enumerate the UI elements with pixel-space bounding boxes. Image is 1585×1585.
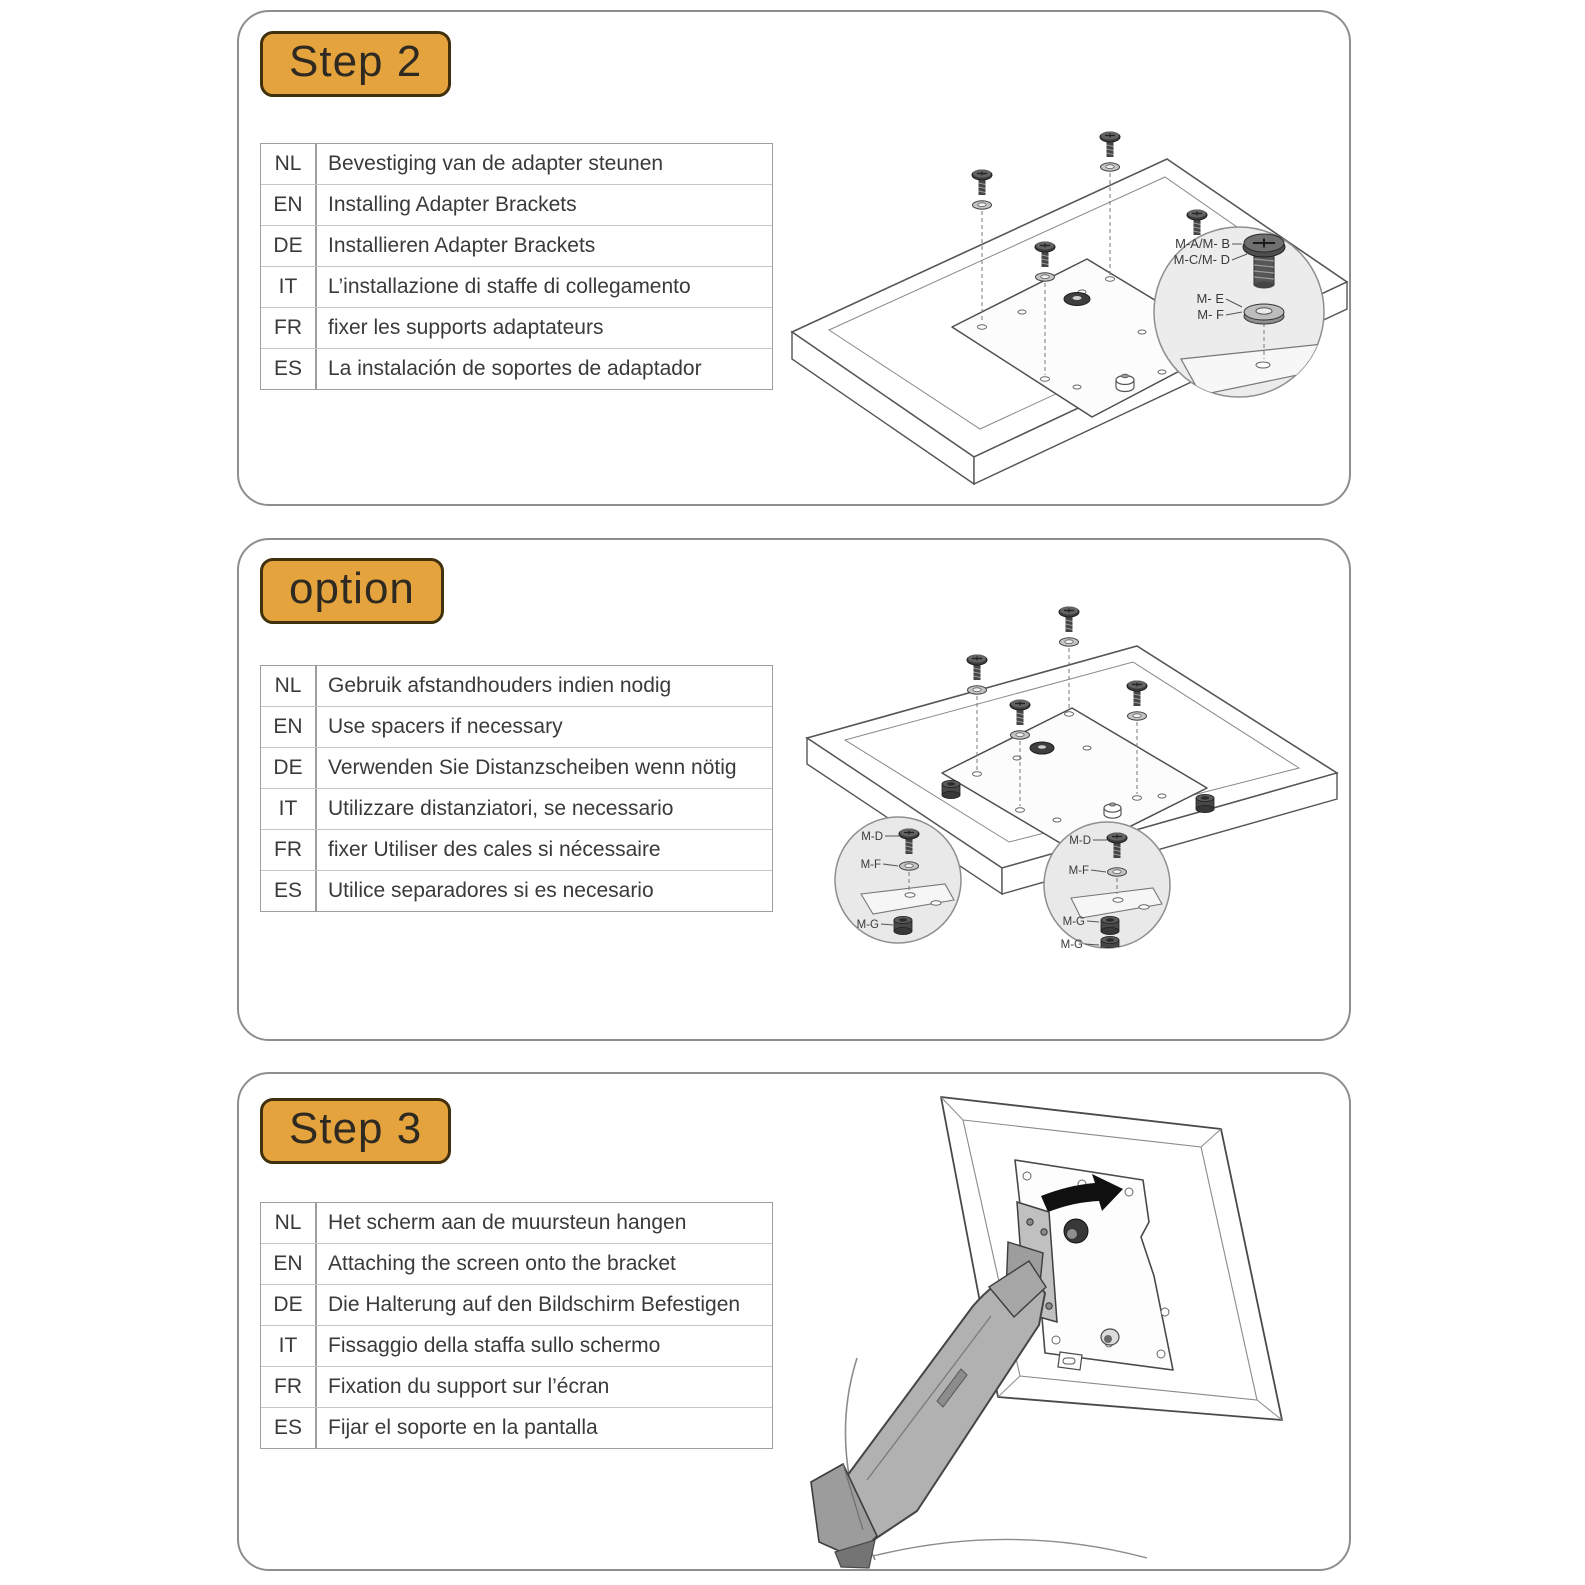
arm-base-drawing (810, 1462, 878, 1569)
lang-code-cell: EN (261, 707, 317, 747)
lang-code-cell: ES (261, 1408, 317, 1448)
translation-text-cell: Die Halterung auf den Bildschirm Befesti… (328, 1293, 741, 1316)
lower-stud-drawing (1100, 1328, 1120, 1346)
translation-table-option: NL Gebruik afstandhouders indien nodig E… (260, 665, 773, 912)
lang-code-cell: IT (261, 789, 317, 829)
step-2-badge: Step 2 (260, 31, 452, 97)
lang-code-cell: IT (261, 267, 317, 307)
callout-label: M-D (861, 831, 883, 843)
step-3-badge: Step 3 (260, 1098, 452, 1164)
translation-text-cell: Utilizzare distanziatori, se necessario (328, 797, 674, 820)
translation-text-cell: Attaching the screen onto the bracket (328, 1252, 676, 1275)
table-row: ES Utilice separadores si es necesario (261, 870, 772, 911)
translation-text-cell: L’installazione di staffe di collegament… (328, 275, 691, 298)
lang-code-cell: DE (261, 748, 317, 788)
translation-text-cell: La instalación de soportes de adaptador (328, 357, 702, 380)
lang-code-cell: ES (261, 871, 317, 911)
translation-text-cell: Installieren Adapter Brackets (328, 234, 596, 257)
callout-single-spacer: M-D M-F M-G (834, 816, 962, 944)
translation-table-step-2: NL Bevestiging van de adapter steunen EN… (260, 143, 773, 390)
table-row: NL Bevestiging van de adapter steunen (261, 144, 772, 184)
panel-step-2: Step 2 NL Bevestiging van de adapter ste… (237, 10, 1351, 506)
translation-text-cell: Gebruik afstandhouders indien nodig (328, 674, 672, 697)
table-row: DE Die Halterung auf den Bildschirm Befe… (261, 1284, 772, 1325)
translation-text-cell: Installing Adapter Brackets (328, 193, 577, 216)
option-badge: option (260, 558, 444, 624)
illustration-use-spacers: M-D M-F M-G M-D (805, 605, 1339, 951)
callout-label: M- E (1197, 291, 1225, 306)
callout-label: M-A/M- B (1175, 236, 1230, 251)
table-row: FR fixer Utiliser des cales si nécessair… (261, 829, 772, 870)
adapter-plate-drawing (941, 707, 1215, 877)
grommet-drawing (1029, 741, 1055, 755)
lang-code-cell: NL (261, 1203, 317, 1243)
table-row: IT Fissaggio della staffa sullo schermo (261, 1325, 772, 1366)
table-row: FR Fixation du support sur l’écran (261, 1366, 772, 1407)
lang-code-cell: ES (261, 349, 317, 389)
illustration-install-brackets: M-A/M- B M-C/M- D M- E M- F (790, 130, 1349, 486)
panel-step-3: Step 3 NL Het scherm aan de muursteun ha… (237, 1072, 1351, 1571)
screw-large-drawing (1242, 233, 1286, 289)
hook-tab-drawing (1057, 1351, 1083, 1371)
translation-text-cell: Use spacers if necessary (328, 715, 563, 738)
insert-arrow-icon (1041, 1174, 1123, 1212)
lang-code-cell: FR (261, 830, 317, 870)
keyhole-stud-drawing (1103, 802, 1122, 819)
table-row: NL Het scherm aan de muursteun hangen (261, 1203, 772, 1243)
translation-text-cell: Fixation du support sur l’écran (328, 1375, 610, 1398)
translation-text-cell: fixer les supports adaptateurs (328, 316, 604, 339)
callout-label: M-F (1069, 865, 1089, 877)
table-row: IT L’installazione di staffe di collegam… (261, 266, 772, 307)
callout-label: M-D (1069, 835, 1091, 847)
callout-label: M-G (1063, 916, 1085, 928)
table-row: NL Gebruik afstandhouders indien nodig (261, 666, 772, 706)
translation-table-step-3: NL Het scherm aan de muursteun hangen EN… (260, 1202, 773, 1449)
translation-text-cell: Utilice separadores si es necesario (328, 879, 654, 902)
screws-drawing (966, 605, 1148, 806)
callout-label: M-F (861, 859, 881, 871)
callout-label: M-G (857, 919, 879, 931)
lang-code-cell: NL (261, 144, 317, 184)
translation-text-cell: Fijar el soporte en la pantalla (328, 1416, 598, 1439)
panel-option: option NL Gebruik afstandhouders indien … (237, 538, 1351, 1041)
keyhole-stud-drawing (1115, 373, 1135, 393)
translation-text-cell: Bevestiging van de adapter steunen (328, 152, 664, 175)
illustration-attach-screen (810, 1096, 1283, 1569)
table-row: EN Use spacers if necessary (261, 706, 772, 747)
mounting-knob-drawing (1063, 1218, 1089, 1244)
monitor-arm-drawing (810, 1200, 1058, 1569)
spacer-under-plate (1195, 793, 1215, 814)
lang-code-cell: NL (261, 666, 317, 706)
translation-text-cell: Fissaggio della staffa sullo schermo (328, 1334, 661, 1357)
lang-code-cell: DE (261, 226, 317, 266)
callout-label: M-G (1061, 939, 1083, 951)
step-2-badge-label: Step 2 (289, 37, 423, 86)
table-row: EN Installing Adapter Brackets (261, 184, 772, 225)
callout-screw-detail: M-A/M- B M-C/M- D M- E M- F (1153, 226, 1325, 398)
table-row: FR fixer les supports adaptateurs (261, 307, 772, 348)
grommet-drawing (1063, 292, 1091, 306)
lang-code-cell: FR (261, 308, 317, 348)
lang-code-cell: FR (261, 1367, 317, 1407)
table-row: EN Attaching the screen onto the bracket (261, 1243, 772, 1284)
table-row: ES Fijar el soporte en la pantalla (261, 1407, 772, 1448)
translation-text-cell: Verwenden Sie Distanzscheiben wenn nötig (328, 756, 737, 779)
option-badge-label: option (289, 564, 415, 613)
table-row: IT Utilizzare distanziatori, se necessar… (261, 788, 772, 829)
washer-large-drawing (1243, 303, 1285, 325)
lang-code-cell: EN (261, 1244, 317, 1284)
translation-text-cell: Het scherm aan de muursteun hangen (328, 1211, 687, 1234)
lang-code-cell: EN (261, 185, 317, 225)
spacer-under-plate (941, 779, 961, 800)
table-row: DE Installieren Adapter Brackets (261, 225, 772, 266)
table-row: ES La instalación de soportes de adaptad… (261, 348, 772, 389)
translation-text-cell: fixer Utiliser des cales si nécessaire (328, 838, 661, 861)
lang-code-cell: IT (261, 1326, 317, 1366)
callout-double-spacer: M-D M-F M-G M-G (1043, 821, 1171, 951)
callout-label: M-C/M- D (1174, 252, 1230, 267)
callout-label: M- F (1197, 307, 1224, 322)
step-3-badge-label: Step 3 (289, 1104, 423, 1153)
table-row: DE Verwenden Sie Distanzscheiben wenn nö… (261, 747, 772, 788)
lang-code-cell: DE (261, 1285, 317, 1325)
